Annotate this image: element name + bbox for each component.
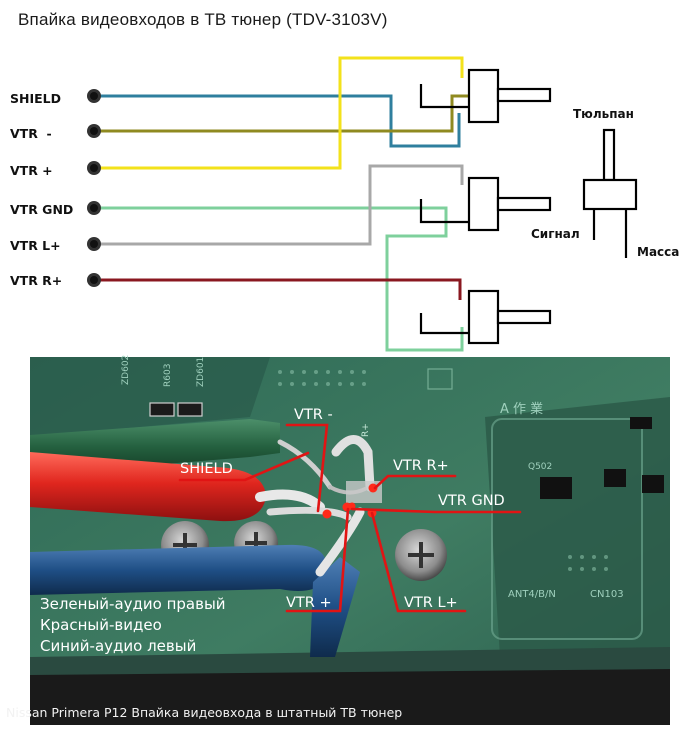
pin-label-vtr-r: VTR R+ (10, 273, 62, 288)
wire-vtr-plus (96, 56, 464, 170)
board-mark-r603: R603 (163, 364, 173, 387)
photo-label-vtr-minus: VTR - (294, 407, 333, 423)
board-mark-q502: Q502 (528, 462, 552, 472)
board-mark-rplus: R+ (361, 423, 371, 437)
board-mark-a-work: A 作 業 (500, 401, 543, 417)
legend-title: Тюльпан (573, 107, 634, 121)
board-mark-cn103: CN103 (590, 589, 624, 600)
photo-label-vtr-gnd: VTR GND (438, 493, 505, 509)
wire-vtr-r (96, 278, 462, 300)
leader-vtr-gnd (350, 507, 522, 514)
page-title: Впайка видеовходов в ТВ тюнер (TDV-3103V… (18, 10, 388, 29)
rca-connector-bottom (419, 289, 552, 345)
blue-cable-bottom (30, 544, 327, 595)
legend-signal: Сигнал (531, 227, 580, 241)
leader-vtr-minus (285, 423, 329, 513)
wire-vtr-gnd (96, 206, 464, 352)
leader-vtr-l (370, 511, 467, 613)
rca-connector-top (419, 68, 552, 124)
blue-cable-right (310, 557, 360, 657)
board-photo: ZD602 R603 ZD601 A 作 業 Q502 ANT4/B/N CN1… (6, 355, 670, 725)
photo-label-vtr-r: VTR R+ (393, 458, 449, 474)
pin-label-shield: SHIELD (10, 91, 61, 106)
pin-label-vtr-minus: VTR - (10, 126, 52, 141)
note-line-1: Зеленый-аудио правый (40, 595, 226, 613)
leader-vtr-plus (285, 507, 350, 613)
pin-dots (87, 89, 101, 287)
wiring-diagram: SHIELD VTR - VTR + VTR GND VTR L+ VTR R+… (10, 56, 679, 352)
leader-vtr-r (373, 474, 457, 490)
legend-ground: Масса (637, 245, 679, 259)
rca-legend (582, 128, 638, 258)
board-mark-ant4: ANT4/B/N (508, 589, 556, 600)
board-mark-zd601: ZD601 (196, 357, 206, 387)
photo-label-shield: SHIELD (180, 461, 233, 477)
board-mark-zd602: ZD602 (121, 355, 131, 385)
photo-caption: Nissan Primera P12 Впайка видеовхода в ш… (6, 705, 402, 720)
note-line-2: Красный-видео (40, 616, 162, 634)
wire-shield (96, 94, 461, 148)
wire-vtr-l (96, 164, 464, 246)
wire-vtr-minus (96, 94, 471, 133)
red-cable (30, 452, 266, 522)
leader-shield (178, 451, 310, 482)
pin-label-vtr-gnd: VTR GND (10, 202, 73, 217)
pin-label-vtr-plus: VTR + (10, 163, 53, 178)
note-line-3: Синий-аудио левый (40, 637, 196, 655)
rca-connector-middle (419, 176, 552, 232)
screw-right (395, 529, 447, 581)
photo-label-vtr-plus: VTR + (286, 595, 332, 611)
pin-label-vtr-l: VTR L+ (10, 238, 61, 253)
photo-label-vtr-l: VTR L+ (404, 595, 458, 611)
